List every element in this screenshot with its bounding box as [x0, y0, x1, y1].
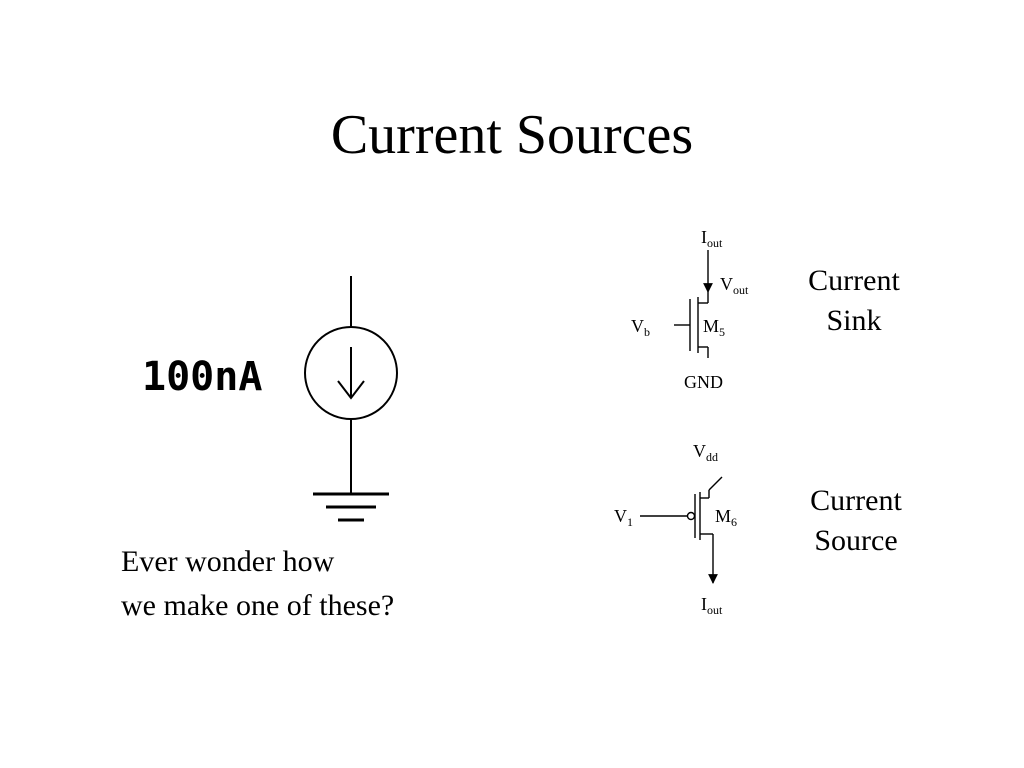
current-sink-label: Current Sink: [794, 261, 914, 341]
slide-caption: Ever wonder how we make one of these?: [121, 540, 394, 628]
ground-symbol: [313, 492, 389, 522]
caption-line-2: we make one of these?: [121, 589, 395, 622]
current-source-label-line-1: Current: [810, 484, 902, 517]
source-vdd-label: Vdd: [693, 441, 718, 464]
slide-title: Current Sources: [330, 104, 694, 166]
ideal-current-source: [304, 276, 398, 494]
sink-vout-label: Vout: [720, 274, 749, 297]
sink-vb-label: Vb: [631, 316, 650, 339]
current-sink-label-line-1: Current: [808, 264, 900, 297]
current-sink-label-line-2: Sink: [826, 304, 882, 337]
source-value-label: 100nA: [142, 354, 262, 400]
sink-m5-label: M5: [703, 316, 725, 339]
source-v1-label: V1: [614, 506, 633, 529]
caption-line-1: Ever wonder how: [121, 545, 335, 578]
current-source-label-line-2: Source: [814, 524, 898, 557]
nmos-sink: [674, 250, 713, 358]
pmos-source: [640, 476, 723, 584]
source-iout-label: Iout: [701, 594, 723, 617]
sink-iout-label: Iout: [701, 227, 723, 250]
source-arrow-head: [337, 380, 365, 400]
sink-gnd-label: GND: [684, 372, 723, 392]
current-source-label: Current Source: [796, 481, 916, 561]
source-gate-bubble: [686, 511, 696, 521]
source-vdd-wire: [708, 476, 723, 491]
source-m6-label: M6: [715, 506, 737, 529]
